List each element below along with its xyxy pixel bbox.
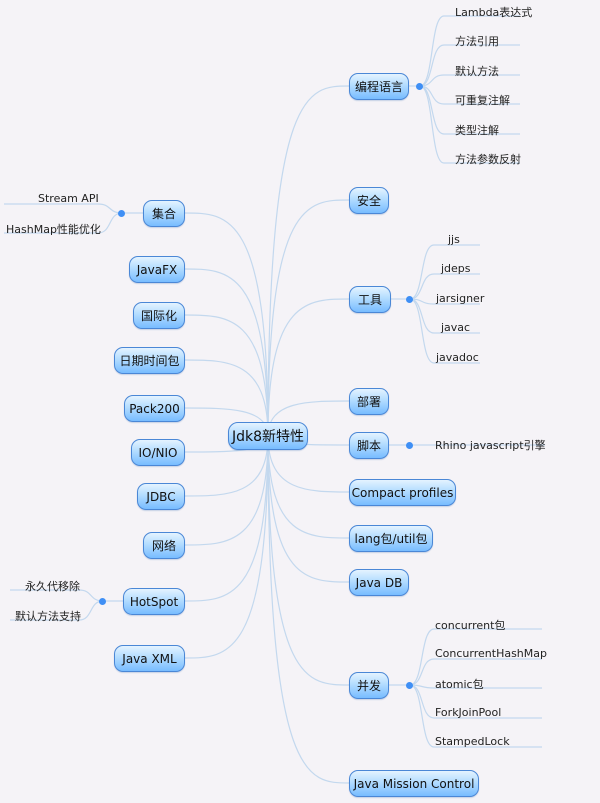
link-center-javaxml bbox=[184, 435, 269, 659]
node-jmc[interactable]: Java Mission Control bbox=[349, 770, 479, 797]
leaf-default-method[interactable]: 默认方法 bbox=[455, 65, 499, 78]
node-nio[interactable]: IO/NIO bbox=[131, 439, 185, 466]
hub-dot-script bbox=[406, 442, 413, 449]
node-javaxml[interactable]: Java XML bbox=[114, 645, 185, 672]
leaf-type-annotation[interactable]: 类型注解 bbox=[455, 124, 499, 137]
hub-dot-hotspot bbox=[99, 598, 106, 605]
leaf-repeatable-annotation[interactable]: 可重复注解 bbox=[455, 94, 510, 107]
link-center-jmc bbox=[267, 435, 350, 784]
node-compact[interactable]: Compact profiles bbox=[349, 479, 456, 506]
leaf-stream-api[interactable]: Stream API bbox=[38, 192, 99, 205]
node-jdbc[interactable]: JDBC bbox=[137, 483, 185, 510]
node-tools[interactable]: 工具 bbox=[349, 286, 391, 313]
hub-dot-tools bbox=[406, 296, 413, 303]
node-deploy[interactable]: 部署 bbox=[349, 388, 389, 415]
leaf-hashmap-optimization[interactable]: HashMap性能优化 bbox=[6, 223, 101, 236]
node-network[interactable]: 网络 bbox=[143, 532, 185, 559]
hub-dot-concurrency bbox=[406, 682, 413, 689]
leaf-param-reflection[interactable]: 方法参数反射 bbox=[455, 153, 521, 166]
leaf-lambda[interactable]: Lambda表达式 bbox=[455, 6, 533, 19]
leaf-concurrent[interactable]: concurrent包 bbox=[435, 619, 506, 632]
center-node[interactable]: Jdk8新特性 bbox=[228, 422, 308, 450]
link-collections-leaf-0 bbox=[4, 203, 123, 214]
leaf-jarsigner[interactable]: jarsigner bbox=[436, 292, 485, 305]
link-center-javadb bbox=[267, 435, 350, 583]
leaf-rhino[interactable]: Rhino javascript引擎 bbox=[435, 439, 546, 452]
leaf-permgen-removal[interactable]: 永久代移除 bbox=[25, 580, 80, 593]
link-center-lang bbox=[267, 85, 350, 437]
node-javadb[interactable]: Java DB bbox=[349, 569, 409, 596]
leaf-default-method-support[interactable]: 默认方法支持 bbox=[15, 610, 81, 623]
link-center-tools bbox=[267, 298, 350, 437]
node-pack200[interactable]: Pack200 bbox=[124, 395, 185, 422]
leaf-method-ref[interactable]: 方法引用 bbox=[455, 35, 499, 48]
node-concurrency[interactable]: 并发 bbox=[349, 672, 389, 699]
link-center-i18n bbox=[184, 314, 269, 437]
leaf-jjs[interactable]: jjs bbox=[448, 233, 460, 246]
link-center-javafx bbox=[184, 268, 269, 437]
link-center-hotspot bbox=[184, 435, 269, 602]
node-hotspot[interactable]: HotSpot bbox=[123, 588, 185, 615]
link-center-security bbox=[267, 199, 350, 437]
leaf-javac[interactable]: javac bbox=[441, 321, 471, 334]
link-center-network bbox=[184, 435, 269, 546]
node-datetime[interactable]: 日期时间包 bbox=[114, 347, 185, 374]
link-center-concurrency bbox=[267, 435, 350, 686]
leaf-atomic[interactable]: atomic包 bbox=[435, 678, 484, 691]
leaf-jdeps[interactable]: jdeps bbox=[441, 262, 471, 275]
node-i18n[interactable]: 国际化 bbox=[133, 302, 185, 329]
leaf-stampedlock[interactable]: StampedLock bbox=[435, 735, 510, 748]
node-langutil[interactable]: lang包/util包 bbox=[349, 525, 433, 552]
hub-dot-collections bbox=[118, 210, 125, 217]
hub-dot-lang bbox=[416, 83, 423, 90]
link-center-collections bbox=[184, 212, 269, 437]
leaf-concurrenthashmap[interactable]: ConcurrentHashMap bbox=[435, 647, 547, 660]
node-script[interactable]: 脚本 bbox=[349, 432, 389, 459]
link-center-langutil bbox=[267, 435, 350, 539]
node-javafx[interactable]: JavaFX bbox=[129, 256, 185, 283]
node-security[interactable]: 安全 bbox=[349, 187, 389, 214]
leaf-forkjoinpool[interactable]: ForkJoinPool bbox=[435, 706, 502, 719]
node-collections[interactable]: 集合 bbox=[143, 200, 185, 227]
node-lang[interactable]: 编程语言 bbox=[349, 73, 409, 100]
leaf-javadoc[interactable]: javadoc bbox=[436, 351, 479, 364]
